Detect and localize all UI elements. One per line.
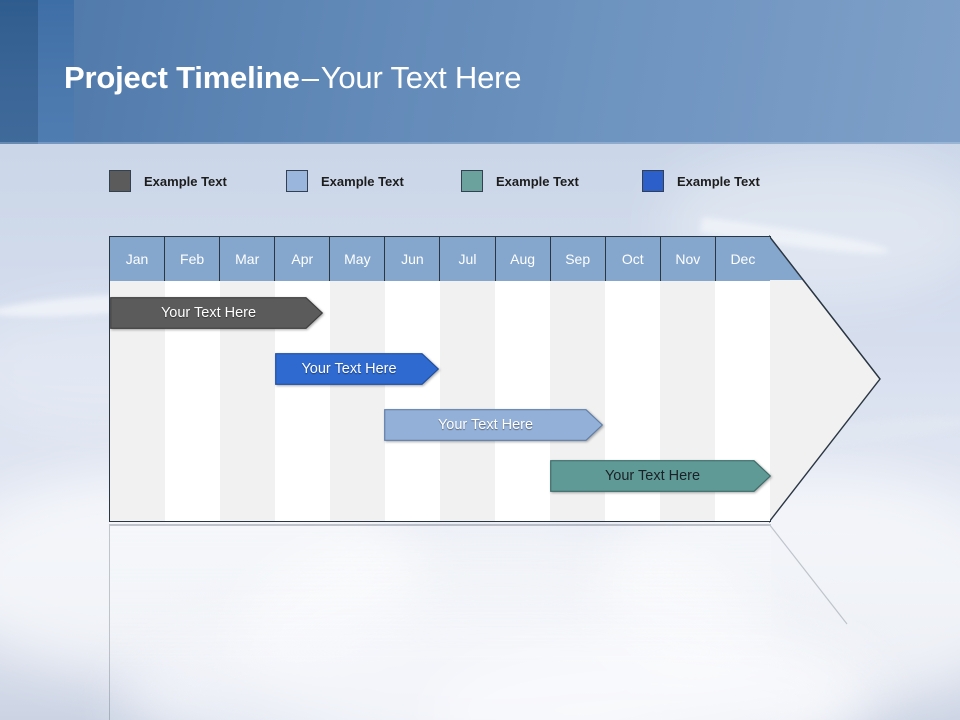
timeline-task-bar[interactable]: Your Text Here xyxy=(550,460,771,492)
page-title-dash: – xyxy=(301,60,319,95)
month-cell-feb: Feb xyxy=(165,237,221,281)
timeline-task-label: Your Text Here xyxy=(301,361,397,377)
legend-item[interactable]: Example Text xyxy=(461,168,579,194)
page-title: Project Timeline–Your Text Here xyxy=(64,58,521,98)
timeline-arrow-head xyxy=(769,235,881,523)
page-title-strong: Project Timeline xyxy=(64,60,300,95)
legend-item-label: Example Text xyxy=(321,173,404,189)
legend-swatch-icon xyxy=(109,170,131,192)
month-cell-sep: Sep xyxy=(550,237,606,281)
legend-item[interactable]: Example Text xyxy=(109,168,227,194)
legend-item[interactable]: Example Text xyxy=(642,168,760,194)
task-arrow-shape xyxy=(384,409,603,441)
legend-item-label: Example Text xyxy=(677,173,760,189)
grid-column xyxy=(440,281,495,521)
month-cell-jul: Jul xyxy=(440,237,496,281)
cloud-shape xyxy=(240,520,760,720)
month-header-row: Jan Feb Mar Apr May Jun Jul Aug Sep Oct … xyxy=(110,237,770,281)
legend-swatch-icon xyxy=(642,170,664,192)
timeline-chart: Jan Feb Mar Apr May Jun Jul Aug Sep Oct … xyxy=(109,235,881,524)
timeline-task-label: Your Text Here xyxy=(604,468,701,484)
title-accent-bar-dark xyxy=(0,0,38,144)
timeline-task-bar[interactable]: Your Text Here xyxy=(110,297,323,329)
legend: Example Text Example Text Example Text E… xyxy=(109,168,809,194)
legend-swatch-icon xyxy=(461,170,483,192)
month-cell-jan: Jan xyxy=(110,237,166,281)
legend-swatch-icon xyxy=(286,170,308,192)
legend-item-label: Example Text xyxy=(496,173,579,189)
timeline-task-label: Your Text Here xyxy=(437,417,534,433)
timeline-task-bar[interactable]: Your Text Here xyxy=(275,353,439,385)
month-cell-mar: Mar xyxy=(220,237,276,281)
month-cell-nov: Nov xyxy=(660,237,716,281)
month-cell-jun: Jun xyxy=(385,237,441,281)
legend-item[interactable]: Example Text xyxy=(286,168,404,194)
month-cell-dec: Dec xyxy=(715,237,770,281)
page-title-light: Your Text Here xyxy=(320,60,522,95)
legend-item-label: Example Text xyxy=(144,173,227,189)
cloud-shape xyxy=(120,600,880,720)
month-cell-oct: Oct xyxy=(605,237,661,281)
grid-column xyxy=(385,281,440,521)
grid-column xyxy=(495,281,550,521)
month-cell-aug: Aug xyxy=(495,237,551,281)
timeline-task-bar[interactable]: Your Text Here xyxy=(384,409,603,441)
title-band xyxy=(0,0,960,144)
title-accent-bar-mid xyxy=(38,0,74,144)
month-cell-may: May xyxy=(330,237,386,281)
title-band-underline xyxy=(0,142,960,144)
grid-column xyxy=(330,281,385,521)
task-arrow-shape xyxy=(275,353,439,385)
cloud-shape xyxy=(430,640,850,720)
month-cell-apr: Apr xyxy=(275,237,331,281)
timeline-task-label: Your Text Here xyxy=(160,305,257,321)
